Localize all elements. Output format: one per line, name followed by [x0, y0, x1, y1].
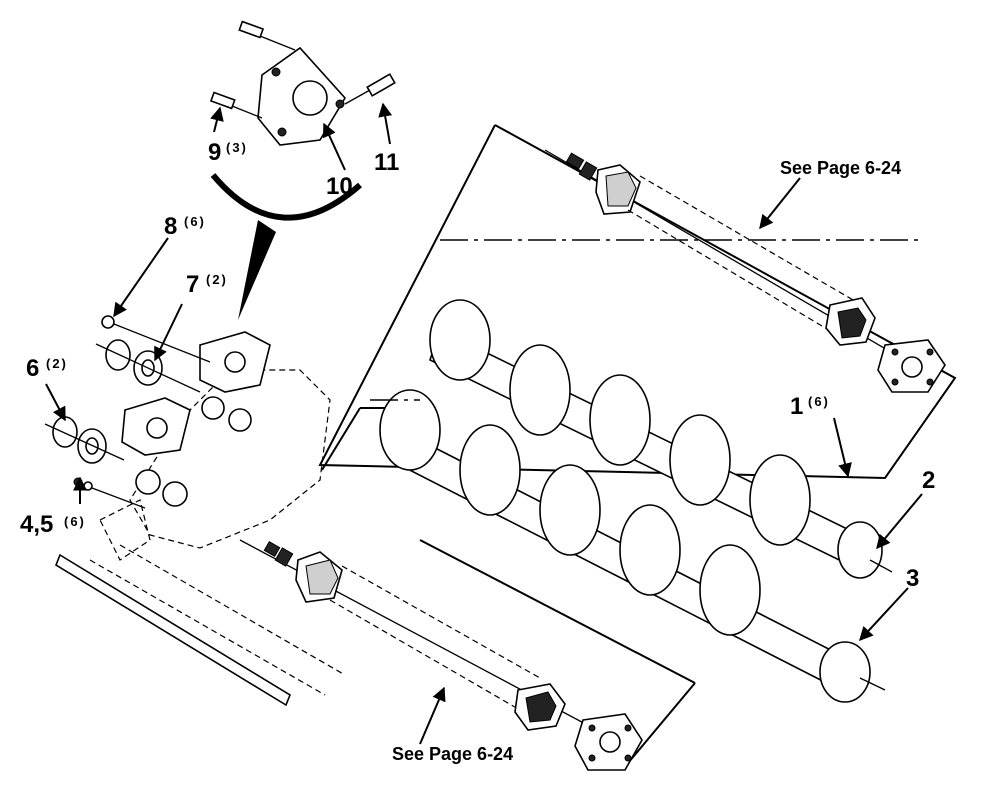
- detail-arc: [210, 173, 362, 221]
- callout-3-number: 3: [906, 565, 919, 592]
- bearing-ring-6: [44, 416, 125, 464]
- callout-1-number: 1: [790, 393, 803, 420]
- bolt-8: [101, 315, 211, 363]
- callout-6-qty: (2): [46, 356, 68, 371]
- callout-9-number: 9: [208, 139, 221, 166]
- bearing-flange-upper: [199, 331, 271, 393]
- auger-centerline-bracket: [370, 239, 920, 401]
- bearing-flange-lower: [121, 397, 191, 456]
- lower-drive-assembly: [239, 539, 643, 771]
- callout-2-number: 2: [922, 467, 935, 494]
- callout-7-qty: (2): [206, 272, 228, 287]
- callout-11-number: 11: [374, 149, 399, 176]
- upper-group-bracket: [318, 124, 957, 480]
- callout-1-qty: (6): [808, 394, 830, 409]
- callout-10-number: 10: [326, 173, 353, 200]
- lower-auger: [379, 389, 886, 703]
- reference-top: See Page 6-24: [780, 158, 901, 178]
- cap-screw-11: [344, 73, 396, 105]
- upper-drive-assembly: [544, 149, 946, 393]
- bearing-housing-detail: [257, 46, 346, 146]
- callout-6-number: 6: [26, 355, 39, 382]
- callout-4-5-number: 4,5: [20, 511, 53, 538]
- callout-8-qty: (6): [184, 214, 206, 229]
- callout-8-number: 8: [164, 213, 177, 240]
- callout-9-qty: (3): [226, 140, 248, 155]
- cap-screw-top: [238, 20, 296, 51]
- bearing-ring-7: [95, 339, 201, 393]
- callout-7-number: 7: [186, 271, 199, 298]
- cap-screw-9: [209, 91, 263, 119]
- detail-pointer: [238, 220, 276, 320]
- callout-4-5-qty: (6): [64, 514, 86, 529]
- upper-auger: [429, 299, 893, 579]
- side-plate-housing: [55, 369, 346, 707]
- leader-lines: [45, 102, 923, 745]
- reference-bottom: See Page 6-24: [392, 744, 513, 764]
